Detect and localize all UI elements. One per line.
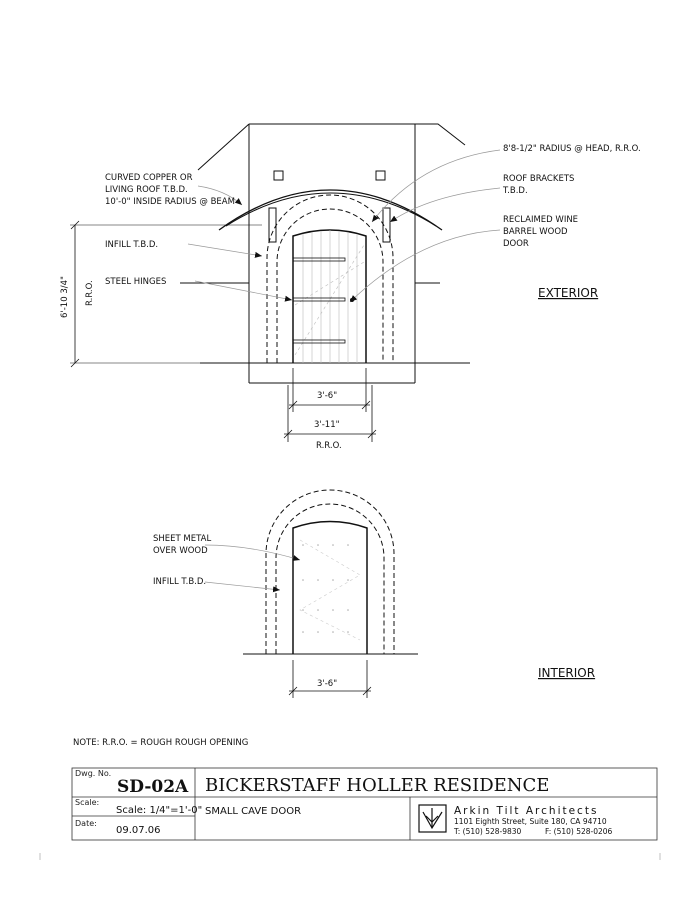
hill-slope-right [415,123,466,146]
vent-right [375,170,386,181]
hinge-middle [292,297,346,302]
firm-name: Arkin Tilt Architects [454,805,598,817]
interior-door-rivets [302,544,349,633]
label-sheet-metal-line1: SHEET METAL [153,534,211,544]
interior-door [292,520,368,654]
dim-height: 6'-10 3/4" [60,276,70,318]
scale-value: Scale: 1/4"=1'-0" [116,805,202,816]
dim-rro-note: R.R.O. [316,441,342,451]
firm-address: 1101 Eighth Street, Suite 180, CA 94710 [454,817,607,826]
label-door-line2: BARREL WOOD [503,227,568,237]
leader-infill-interior [204,581,281,593]
dim-rro-width: 3'-11" [314,420,340,430]
interior-elevation [204,489,418,698]
roof-bracket-right [382,207,391,243]
leader-hinges [194,280,293,302]
exterior-title: EXTERIOR [538,286,598,300]
firm-fax: F: (510) 528-0206 [545,827,613,836]
label-steel-hinges: STEEL HINGES [105,277,166,287]
date-label: Date: [75,819,97,828]
interior-arch-outer [265,489,395,654]
label-radius: 8'8-1/2" RADIUS @ HEAD, R.R.O. [503,144,641,154]
leader-infill [187,243,263,258]
scale-label: Scale: [75,798,99,807]
label-roof-line1: CURVED COPPER OR [105,173,193,183]
firm-phone: T: (510) 528-9830 [453,827,522,836]
leader-door [349,229,501,303]
leader-sheet-metal [204,544,301,561]
date-value: 09.07.06 [116,825,161,836]
hinge-bottom [292,339,346,344]
project-title: BICKERSTAFF HOLLER RESIDENCE [205,775,549,796]
dwg-no: SD-02A [117,777,189,797]
label-roof-line2: LIVING ROOF T.B.D. [105,185,188,195]
interior-arch-inner [275,503,385,654]
curved-roof-inner [225,192,437,227]
sheet-title: SMALL CAVE DOOR [205,806,301,817]
height-dimension [70,220,262,368]
rro-arch-inner [276,208,384,363]
dim-door-width-exterior: 3'-6" [317,391,337,401]
dim-height-note: R.R.O. [85,280,95,306]
leader-radius [371,149,501,223]
label-infill-exterior: INFILL T.B.D. [105,240,158,250]
title-block [71,767,658,841]
label-door-line1: RECLAIMED WINE [503,215,578,225]
label-roof-line3: 10'-0" INSIDE RADIUS @ BEAM [105,197,235,207]
hinge-top [292,257,346,262]
leader-roof [197,185,243,206]
interior-title: INTERIOR [538,666,595,680]
general-note: NOTE: R.R.O. = ROUGH ROUGH OPENING [73,738,248,748]
width-dimensions [283,368,377,442]
dwg-no-label: Dwg. No. [75,769,111,778]
dim-door-width-interior: 3'-6" [317,679,337,689]
firm-logo [418,804,447,833]
label-sheet-metal-line2: OVER WOOD [153,546,208,556]
crop-marks [39,853,661,860]
interior-width-dimension [288,660,372,698]
label-infill-interior: INFILL T.B.D. [153,577,206,587]
curved-roof-outer [218,189,443,231]
rro-arch-outer [266,194,394,363]
vent-left [273,170,284,181]
roof-bracket-left [268,207,277,243]
label-door-line3: DOOR [503,239,529,249]
exterior-elevation [70,123,501,442]
label-brackets-line2: T.B.D. [502,186,528,196]
label-brackets-line1: ROOF BRACKETS [503,174,574,184]
hill-slope-left [197,123,250,171]
interior-door-bracing [299,539,361,641]
leader-brackets [389,187,501,223]
